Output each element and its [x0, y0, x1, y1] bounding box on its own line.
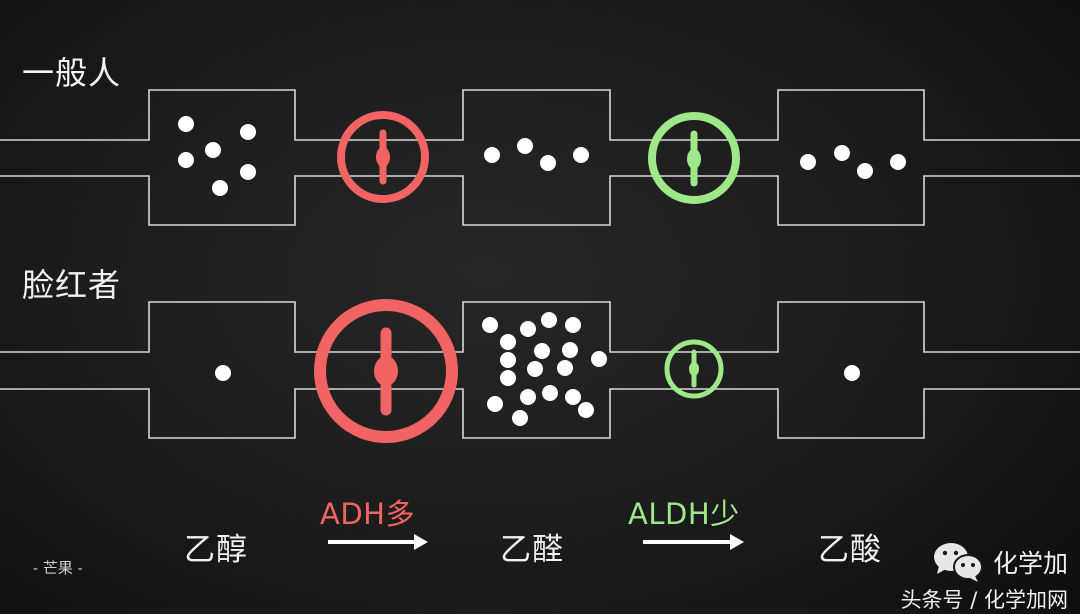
arrow-right-icon-adh: [328, 534, 428, 550]
watermark-name: 化学加: [992, 549, 1068, 578]
ethanol-label: 乙醇: [184, 532, 248, 568]
acetic-acid-label: 乙酸: [818, 532, 882, 568]
adh-valve-icon-normal: [337, 111, 429, 203]
aldh-label: ALDH少: [628, 497, 740, 531]
watermark: 化学加 头条号 / 化学加网: [901, 540, 1068, 614]
wechat-icon: [933, 543, 983, 582]
author-signature: - 芒果 -: [33, 559, 83, 577]
adh-label: ADH多: [320, 497, 415, 531]
acetic-acid-molecules-normal: [800, 145, 906, 179]
adh-valve-icon-flush: [314, 299, 458, 443]
acetaldehyde-molecules-normal: [484, 138, 589, 171]
ethanol-molecules-flush: [215, 365, 231, 381]
pipe-row-normal: [0, 89, 1080, 226]
ethanol-molecules-normal: [178, 116, 256, 196]
aldh-valve-icon-normal: [648, 112, 740, 204]
acetaldehyde-label: 乙醛: [500, 532, 564, 568]
pipe-row-flush: [0, 301, 1080, 439]
aldh-valve-icon-flush: [664, 339, 724, 399]
arrow-right-icon-aldh: [643, 534, 744, 550]
row-label-normal: 一般人: [22, 54, 122, 92]
watermark-subtitle: 头条号 / 化学加网: [900, 588, 1068, 612]
row-label-flush: 脸红者: [22, 266, 122, 304]
acetaldehyde-molecules-flush: [482, 312, 607, 426]
acetic-acid-molecules-flush: [844, 365, 860, 381]
